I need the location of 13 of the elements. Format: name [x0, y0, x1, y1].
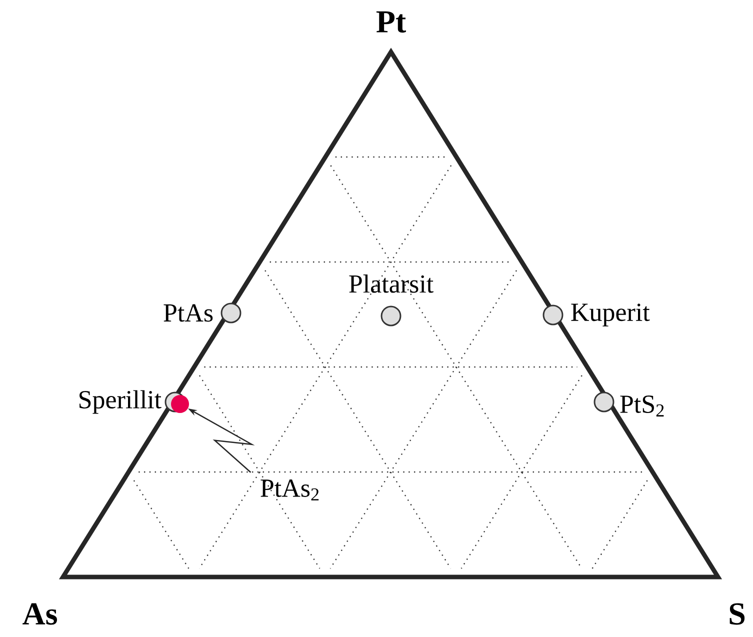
corner-label: Pt [376, 11, 406, 33]
point-label: Sperillit [80, 390, 162, 414]
data-point [542, 304, 564, 326]
point-label: PtS$_{2}$ [620, 396, 664, 416]
data-point [380, 306, 402, 326]
corner-label: As [22, 603, 57, 625]
corner-label: S [730, 603, 745, 625]
data-point [220, 302, 242, 324]
data-point [594, 392, 614, 412]
point-label: PtAs$_{2}$ [260, 480, 319, 500]
point-label: PtAs [164, 304, 213, 322]
point-label: Platarsit [349, 274, 434, 293]
point-label: Kuperit [571, 304, 650, 326]
